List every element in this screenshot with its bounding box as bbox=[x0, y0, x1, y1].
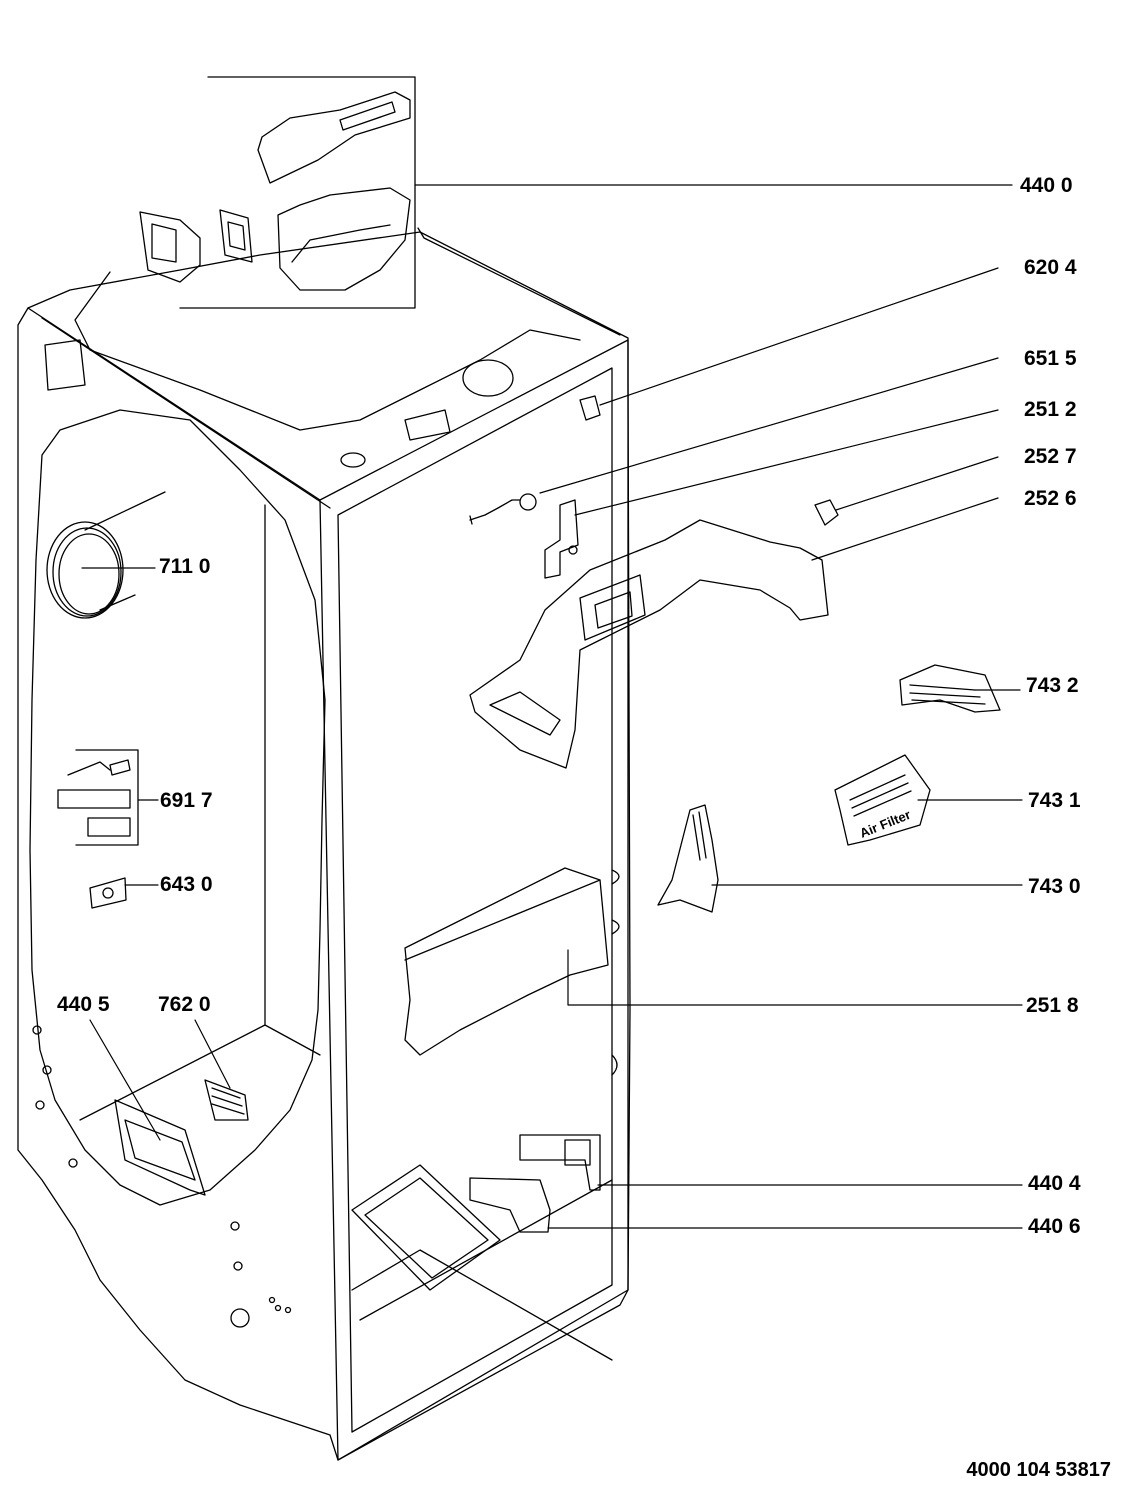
part-label-762-0[interactable]: 762 0 bbox=[158, 993, 211, 1016]
part-label-251-2[interactable]: 251 2 bbox=[1024, 398, 1077, 421]
part-label-252-6[interactable]: 252 6 bbox=[1024, 487, 1077, 510]
part-label-743-1[interactable]: 743 1 bbox=[1028, 789, 1081, 812]
part-label-743-0[interactable]: 743 0 bbox=[1028, 875, 1081, 898]
part-label-440-6[interactable]: 440 6 bbox=[1028, 1215, 1081, 1238]
air-duct-assembly-drawing bbox=[139, 76, 416, 309]
part-label-440-4[interactable]: 440 4 bbox=[1028, 1172, 1081, 1195]
grille-7432 bbox=[899, 664, 1001, 713]
control-housing-2526 bbox=[469, 519, 829, 769]
filter-cartridge-7620 bbox=[204, 1079, 249, 1121]
part-label-651-5[interactable]: 651 5 bbox=[1024, 347, 1077, 370]
wire-harness-7430 bbox=[657, 804, 719, 913]
air-filter-cover-7431: Air Filter bbox=[834, 754, 931, 846]
sensor-wire-6515 bbox=[469, 493, 537, 525]
leader-lines bbox=[81, 184, 1023, 1229]
part-label-743-2[interactable]: 743 2 bbox=[1026, 674, 1079, 697]
cap-2527 bbox=[814, 499, 839, 526]
bracket-4406 bbox=[469, 1177, 551, 1233]
part-label-251-8[interactable]: 251 8 bbox=[1026, 994, 1079, 1017]
part-label-711-0[interactable]: 711 0 bbox=[159, 555, 211, 578]
tube-coil-7110 bbox=[46, 491, 166, 619]
kit-6917-drawing bbox=[57, 749, 139, 846]
part-label-440-5[interactable]: 440 5 bbox=[57, 993, 110, 1016]
part-label-691-7[interactable]: 691 7 bbox=[160, 789, 213, 812]
bracket-2512 bbox=[544, 499, 579, 579]
tray-4405 bbox=[114, 1099, 206, 1196]
part-label-643-0[interactable]: 643 0 bbox=[160, 873, 213, 896]
part-label-252-7[interactable]: 252 7 bbox=[1024, 445, 1077, 468]
part-label-620-4[interactable]: 620 4 bbox=[1024, 256, 1077, 279]
document-number: 4000 104 53817 bbox=[966, 1459, 1111, 1481]
insulation-plate-2518 bbox=[404, 867, 609, 1056]
cabinet-shell bbox=[17, 227, 631, 1461]
part-label-440-0[interactable]: 440 0 bbox=[1020, 174, 1073, 197]
bracket-4404 bbox=[519, 1134, 601, 1191]
clip-part-6204 bbox=[579, 395, 601, 421]
plate-6430 bbox=[89, 877, 127, 909]
